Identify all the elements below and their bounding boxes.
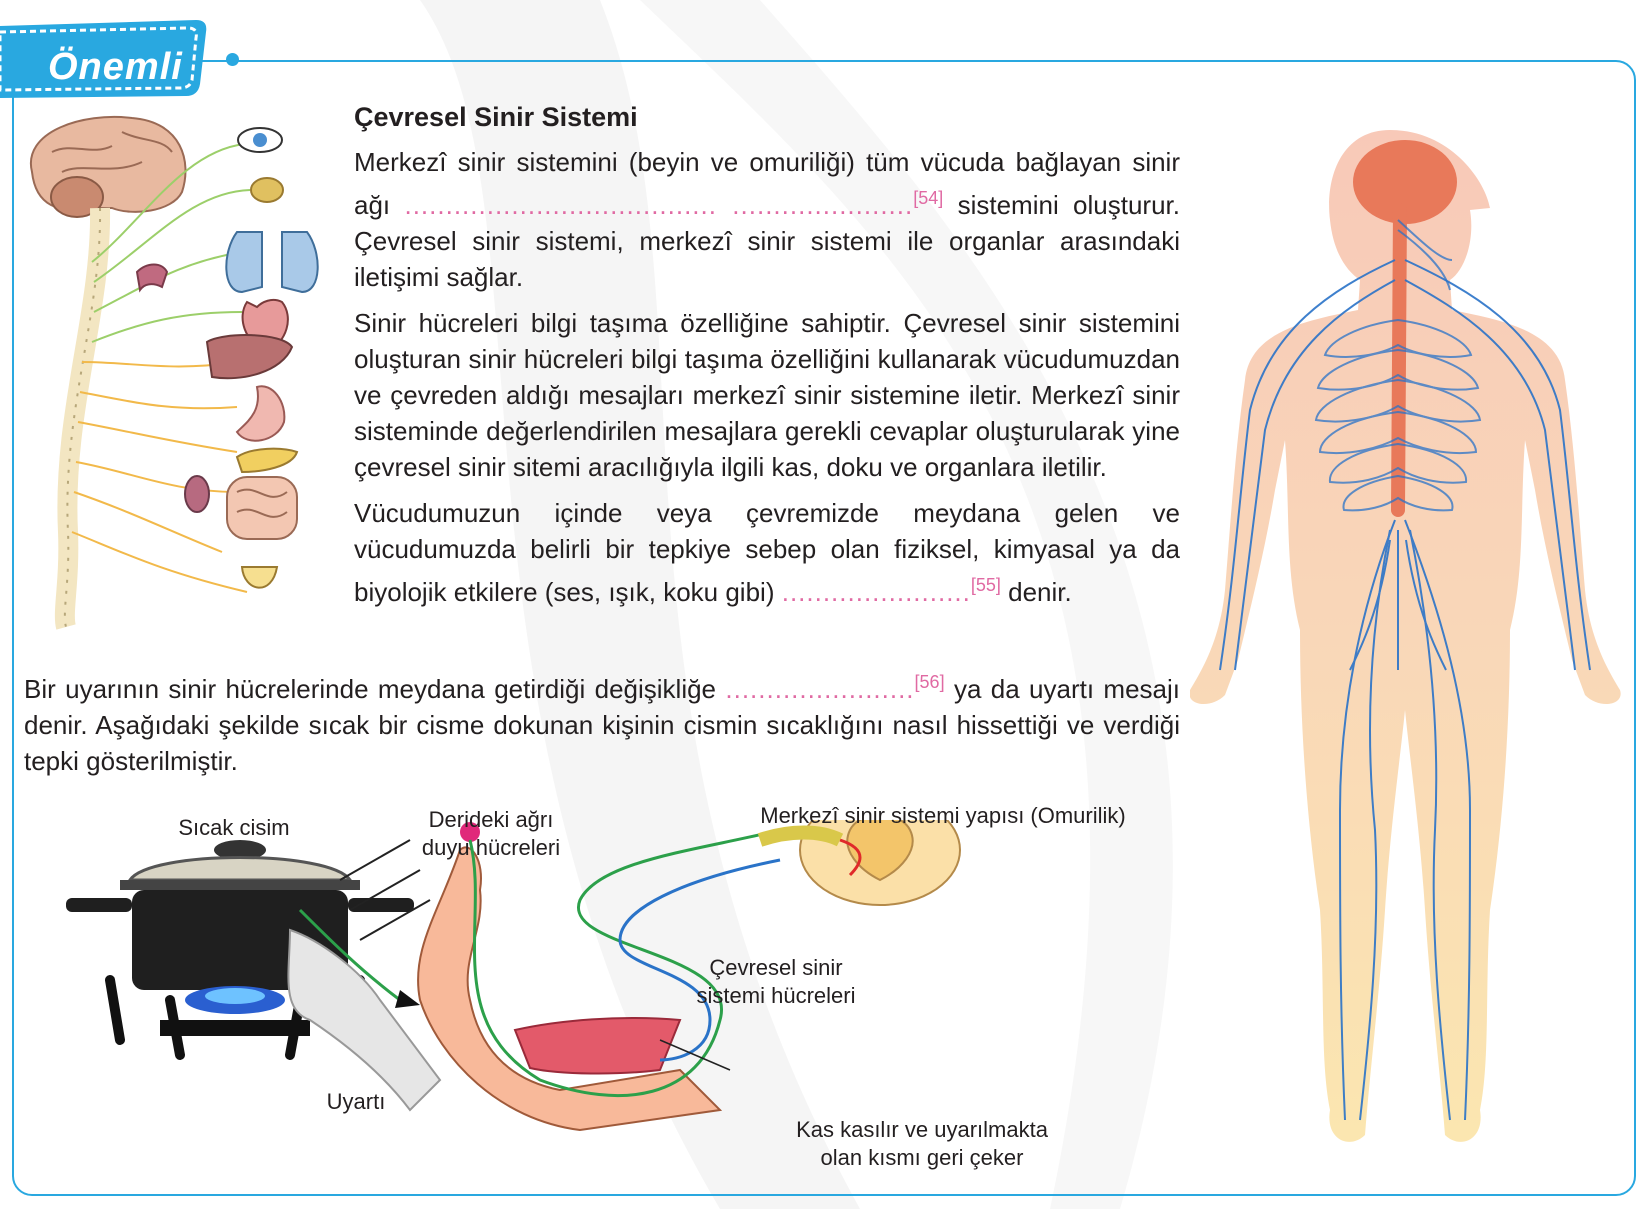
paragraph-2: Sinir hücreleri bilgi taşıma özelliğine …	[354, 308, 1180, 482]
badge-label: Önemli	[48, 46, 183, 88]
label-pain-receptors-line1: Derideki ağrı	[428, 807, 554, 832]
label-stimulus: Uyartı	[326, 1089, 386, 1114]
sensory-nerve-path	[468, 828, 781, 1097]
ref-56: [56]	[914, 672, 945, 692]
label-pain-receptors: Derideki ağrı duyu hücreleri	[396, 806, 586, 862]
spinal-cord-cross-section	[757, 820, 961, 906]
badge-shape	[0, 20, 207, 98]
ref-54: [54]	[913, 188, 944, 208]
frame-dot	[226, 53, 239, 66]
human-nervous-system-illustration	[1190, 130, 1621, 1142]
section-title: Çevresel Sinir Sistemi	[354, 102, 638, 132]
ghost-arm	[287, 928, 442, 1112]
brain-shape	[1353, 140, 1457, 224]
label-hot-object: Sıcak cisim	[178, 815, 290, 840]
p1-text-b: sistemini oluşturur. Çevresel sinir sist…	[354, 190, 1180, 292]
paragraph-3: Vücudumuzun içinde veya çevremizde meyda…	[354, 495, 1180, 610]
intestines-icon	[226, 476, 298, 540]
lungs-icon	[225, 231, 319, 294]
paragraph-1: Merkezî sinir sistemini (beyin ve omuril…	[354, 144, 1180, 295]
fill-blank-54[interactable]: ...................................... .…	[404, 190, 914, 220]
fill-blank-56[interactable]: .......................	[725, 674, 915, 704]
intro-paragraphs: Merkezî sinir sistemini (beyin ve omuril…	[354, 144, 1180, 620]
spinal-cord	[1391, 203, 1407, 517]
p1-text-a: Merkezî sinir sistemini (beyin ve omuril…	[354, 147, 1180, 220]
label-pns-cells: Çevresel sinir sistemi hücreleri	[676, 954, 876, 1010]
arm-shape	[417, 846, 723, 1132]
label-muscle-reaction: Kas kasılır ve uyarılmakta olan kısmı ge…	[762, 1116, 1082, 1172]
content-frame	[12, 60, 1636, 1196]
p3-text-b: denir.	[1008, 577, 1072, 607]
spinal-cord-shape	[54, 207, 111, 630]
p4-text-b: ya da uyartı mesajı denir. Aşağıdaki şek…	[24, 674, 1180, 776]
label-pns-cells-line2: sistemi hücreleri	[696, 983, 856, 1008]
motor-nerve-path	[618, 858, 781, 1062]
label-muscle-line1: Kas kasılır ve uyarılmakta	[796, 1117, 1048, 1142]
peripheral-nerves-organs-illustration	[29, 116, 319, 630]
label-cns-structure: Merkezî sinir sistemi yapısı (Omurilik)	[760, 803, 1126, 828]
paragraph-4: Bir uyarının sinir hücrelerinde meydana …	[24, 664, 1180, 779]
reflex-arc-illustration	[66, 820, 961, 1132]
stomach-icon	[235, 385, 286, 442]
liver-icon	[205, 334, 294, 380]
ref-55: [55]	[970, 575, 1001, 595]
muscle-shape	[513, 1017, 682, 1075]
label-muscle-line2: olan kısmı geri çeker	[820, 1145, 1024, 1170]
fill-blank-55[interactable]: .......................	[781, 577, 971, 607]
label-pain-receptors-line2: duyu hücreleri	[421, 835, 561, 860]
p4-text-a: Bir uyarının sinir hücrelerinde meydana …	[24, 674, 717, 704]
label-pns-cells-line1: Çevresel sinir	[709, 955, 843, 980]
body-silhouette	[1190, 130, 1621, 1142]
p3-text-a: Vücudumuzun içinde veya çevremizde meyda…	[354, 498, 1180, 607]
onemli-badge: Önemli	[0, 18, 212, 100]
